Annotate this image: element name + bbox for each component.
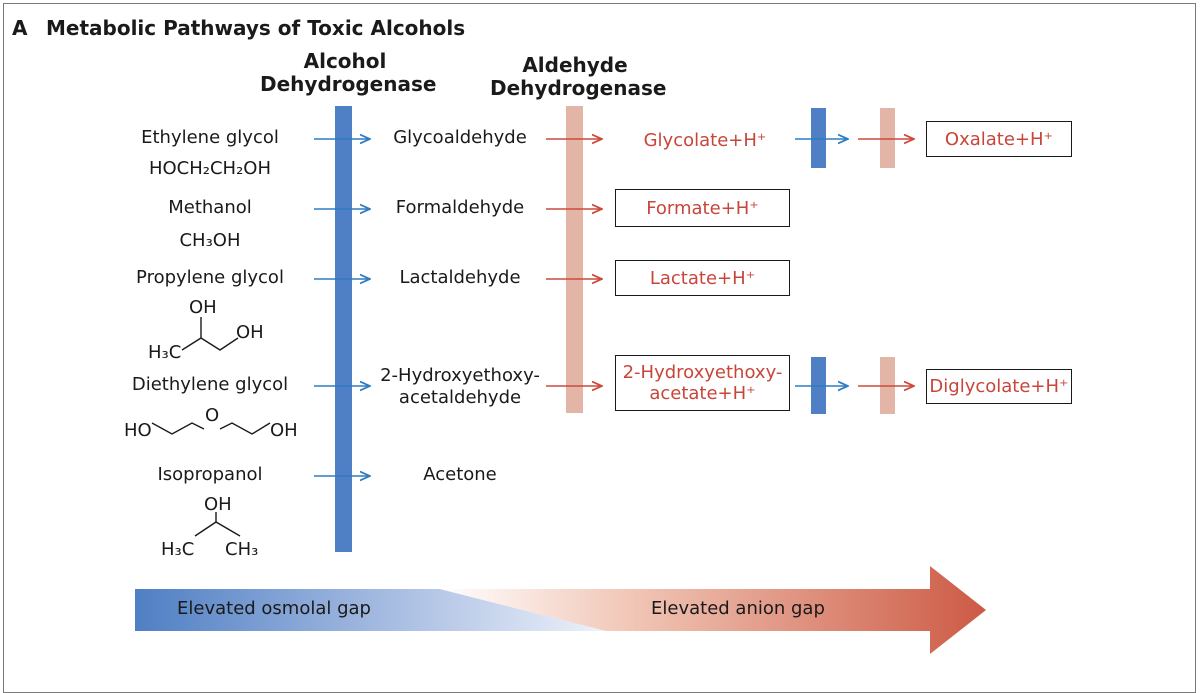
aldehyde-dh-block-oxalate bbox=[880, 108, 895, 168]
hea-line1: 2-Hydroxyethoxy- bbox=[380, 365, 540, 386]
hea-line2: acetaldehyde bbox=[398, 387, 522, 408]
aldehyde-dehydrogenase-band bbox=[566, 106, 583, 413]
isopropanol-label: Isopropanol bbox=[157, 464, 263, 485]
acetone-label: Acetone bbox=[423, 464, 497, 485]
iso-h3c: H₃C bbox=[161, 539, 195, 560]
propylene-glycol-label: Propylene glycol bbox=[136, 267, 284, 288]
aldehyde-dehydrogenase-heading: Aldehyde Dehydrogenase bbox=[490, 53, 667, 100]
isopropanol-structure bbox=[194, 521, 241, 537]
formate-box: Formate+H⁺ bbox=[615, 189, 790, 227]
propylene-glycol-structure bbox=[181, 337, 239, 351]
deg-o: O bbox=[205, 405, 220, 426]
glycoaldehyde-label: Glycoaldehyde bbox=[393, 127, 527, 148]
methanol-formula: CH₃OH bbox=[179, 230, 241, 251]
aldehyde-dh-line2: Dehydrogenase bbox=[490, 76, 667, 100]
anion-gap-arrow bbox=[440, 566, 986, 654]
figure-title: Metabolic Pathways of Toxic Alcohols bbox=[46, 16, 466, 40]
deg-oh: OH bbox=[270, 420, 298, 441]
lactate-box: Lactate+H⁺ bbox=[615, 260, 790, 296]
pg-oh-right: OH bbox=[236, 322, 264, 343]
osmolal-gap-band bbox=[135, 589, 606, 631]
hea-acetate-line1: 2-Hydroxyethoxy- bbox=[622, 362, 783, 383]
iso-ch3: CH₃ bbox=[225, 539, 259, 560]
formaldehyde-label: Formaldehyde bbox=[395, 197, 525, 218]
alcohol-dh-line1: Alcohol bbox=[303, 49, 387, 73]
pg-h3c: H₃C bbox=[148, 342, 182, 363]
hydroxyethoxy-acetate-box: 2-Hydroxyethoxy- acetate+H⁺ bbox=[615, 355, 790, 411]
diethylene-glycol-label: Diethylene glycol bbox=[131, 374, 289, 395]
oxalate-box: Oxalate+H⁺ bbox=[926, 121, 1072, 157]
hea-acetate-line2: acetate+H⁺ bbox=[649, 383, 756, 404]
panel-letter: A bbox=[12, 16, 28, 40]
alcohol-dehydrogenase-heading: Alcohol Dehydrogenase bbox=[260, 49, 437, 96]
hydroxyethoxy-acetaldehyde-label: 2-Hydroxyethoxy- acetaldehyde bbox=[380, 365, 540, 409]
deg-ho: HO bbox=[124, 420, 152, 441]
ethylene-glycol-label: Ethylene glycol bbox=[141, 127, 279, 148]
aldehyde-dh-line1: Aldehyde bbox=[522, 53, 628, 77]
ethylene-glycol-formula: HOCH₂CH₂OH bbox=[148, 158, 272, 179]
diethylene-glycol-left bbox=[151, 422, 205, 435]
diethylene-glycol-right bbox=[219, 422, 271, 435]
anion-gap-label: Elevated anion gap bbox=[651, 598, 825, 619]
pg-oh-top: OH bbox=[189, 297, 217, 318]
alcohol-dh-line2: Dehydrogenase bbox=[260, 72, 437, 96]
alcohol-dh-block-oxalate bbox=[811, 108, 826, 168]
iso-oh: OH bbox=[204, 494, 232, 515]
glycolate-label: Glycolate+H⁺ bbox=[643, 130, 767, 151]
lactaldehyde-label: Lactaldehyde bbox=[399, 267, 521, 288]
osmolal-gap-label: Elevated osmolal gap bbox=[177, 598, 371, 619]
diglycolate-box: Diglycolate+H⁺ bbox=[926, 369, 1072, 404]
alcohol-dehydrogenase-band bbox=[335, 106, 352, 552]
methanol-label: Methanol bbox=[168, 197, 252, 218]
